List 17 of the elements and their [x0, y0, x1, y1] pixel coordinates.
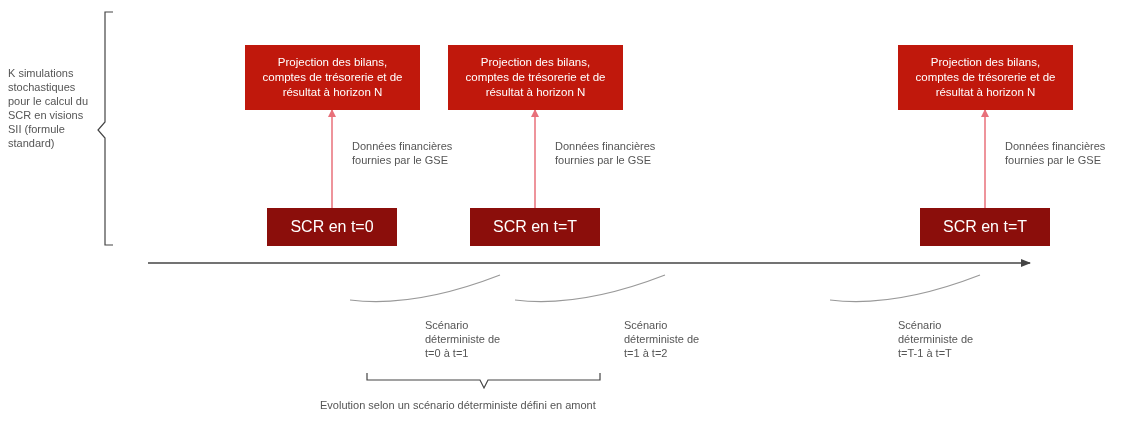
edge-label: Données financières fournies par le GSE: [555, 139, 657, 167]
edge-label: Données financières fournies par le GSE: [1005, 139, 1107, 167]
scr-box: SCR en t=T: [920, 208, 1050, 246]
edge-label: Données financières fournies par le GSE: [352, 139, 454, 167]
projection-box: Projection des bilans, comptes de trésorerie et de résultat à horizon N: [898, 45, 1073, 110]
arrow: [328, 109, 336, 209]
scr-box: SCR en t=T: [470, 208, 600, 246]
scr-box: SCR en t=0: [267, 208, 397, 246]
arrow: [531, 109, 539, 209]
scenario-label: Scénario déterministe de t=1 à t=2: [624, 318, 701, 360]
projection-box: Projection des bilans, comptes de trésorerie et de résultat à horizon N: [245, 45, 420, 110]
projection-box: Projection des bilans, comptes de trésorerie et de résultat à horizon N: [448, 45, 623, 110]
brace-label: K simulations stochastiques pour le calcul du SCR en visions SII (formule standard): [8, 66, 90, 150]
brace-label: Evolution selon un scénario déterministe défini en amont: [320, 398, 597, 412]
scenario-label: Scénario déterministe de t=T-1 à t=T: [898, 318, 975, 360]
arrow: [981, 109, 989, 209]
scenario-label: Scénario déterministe de t=0 à t=1: [425, 318, 502, 360]
